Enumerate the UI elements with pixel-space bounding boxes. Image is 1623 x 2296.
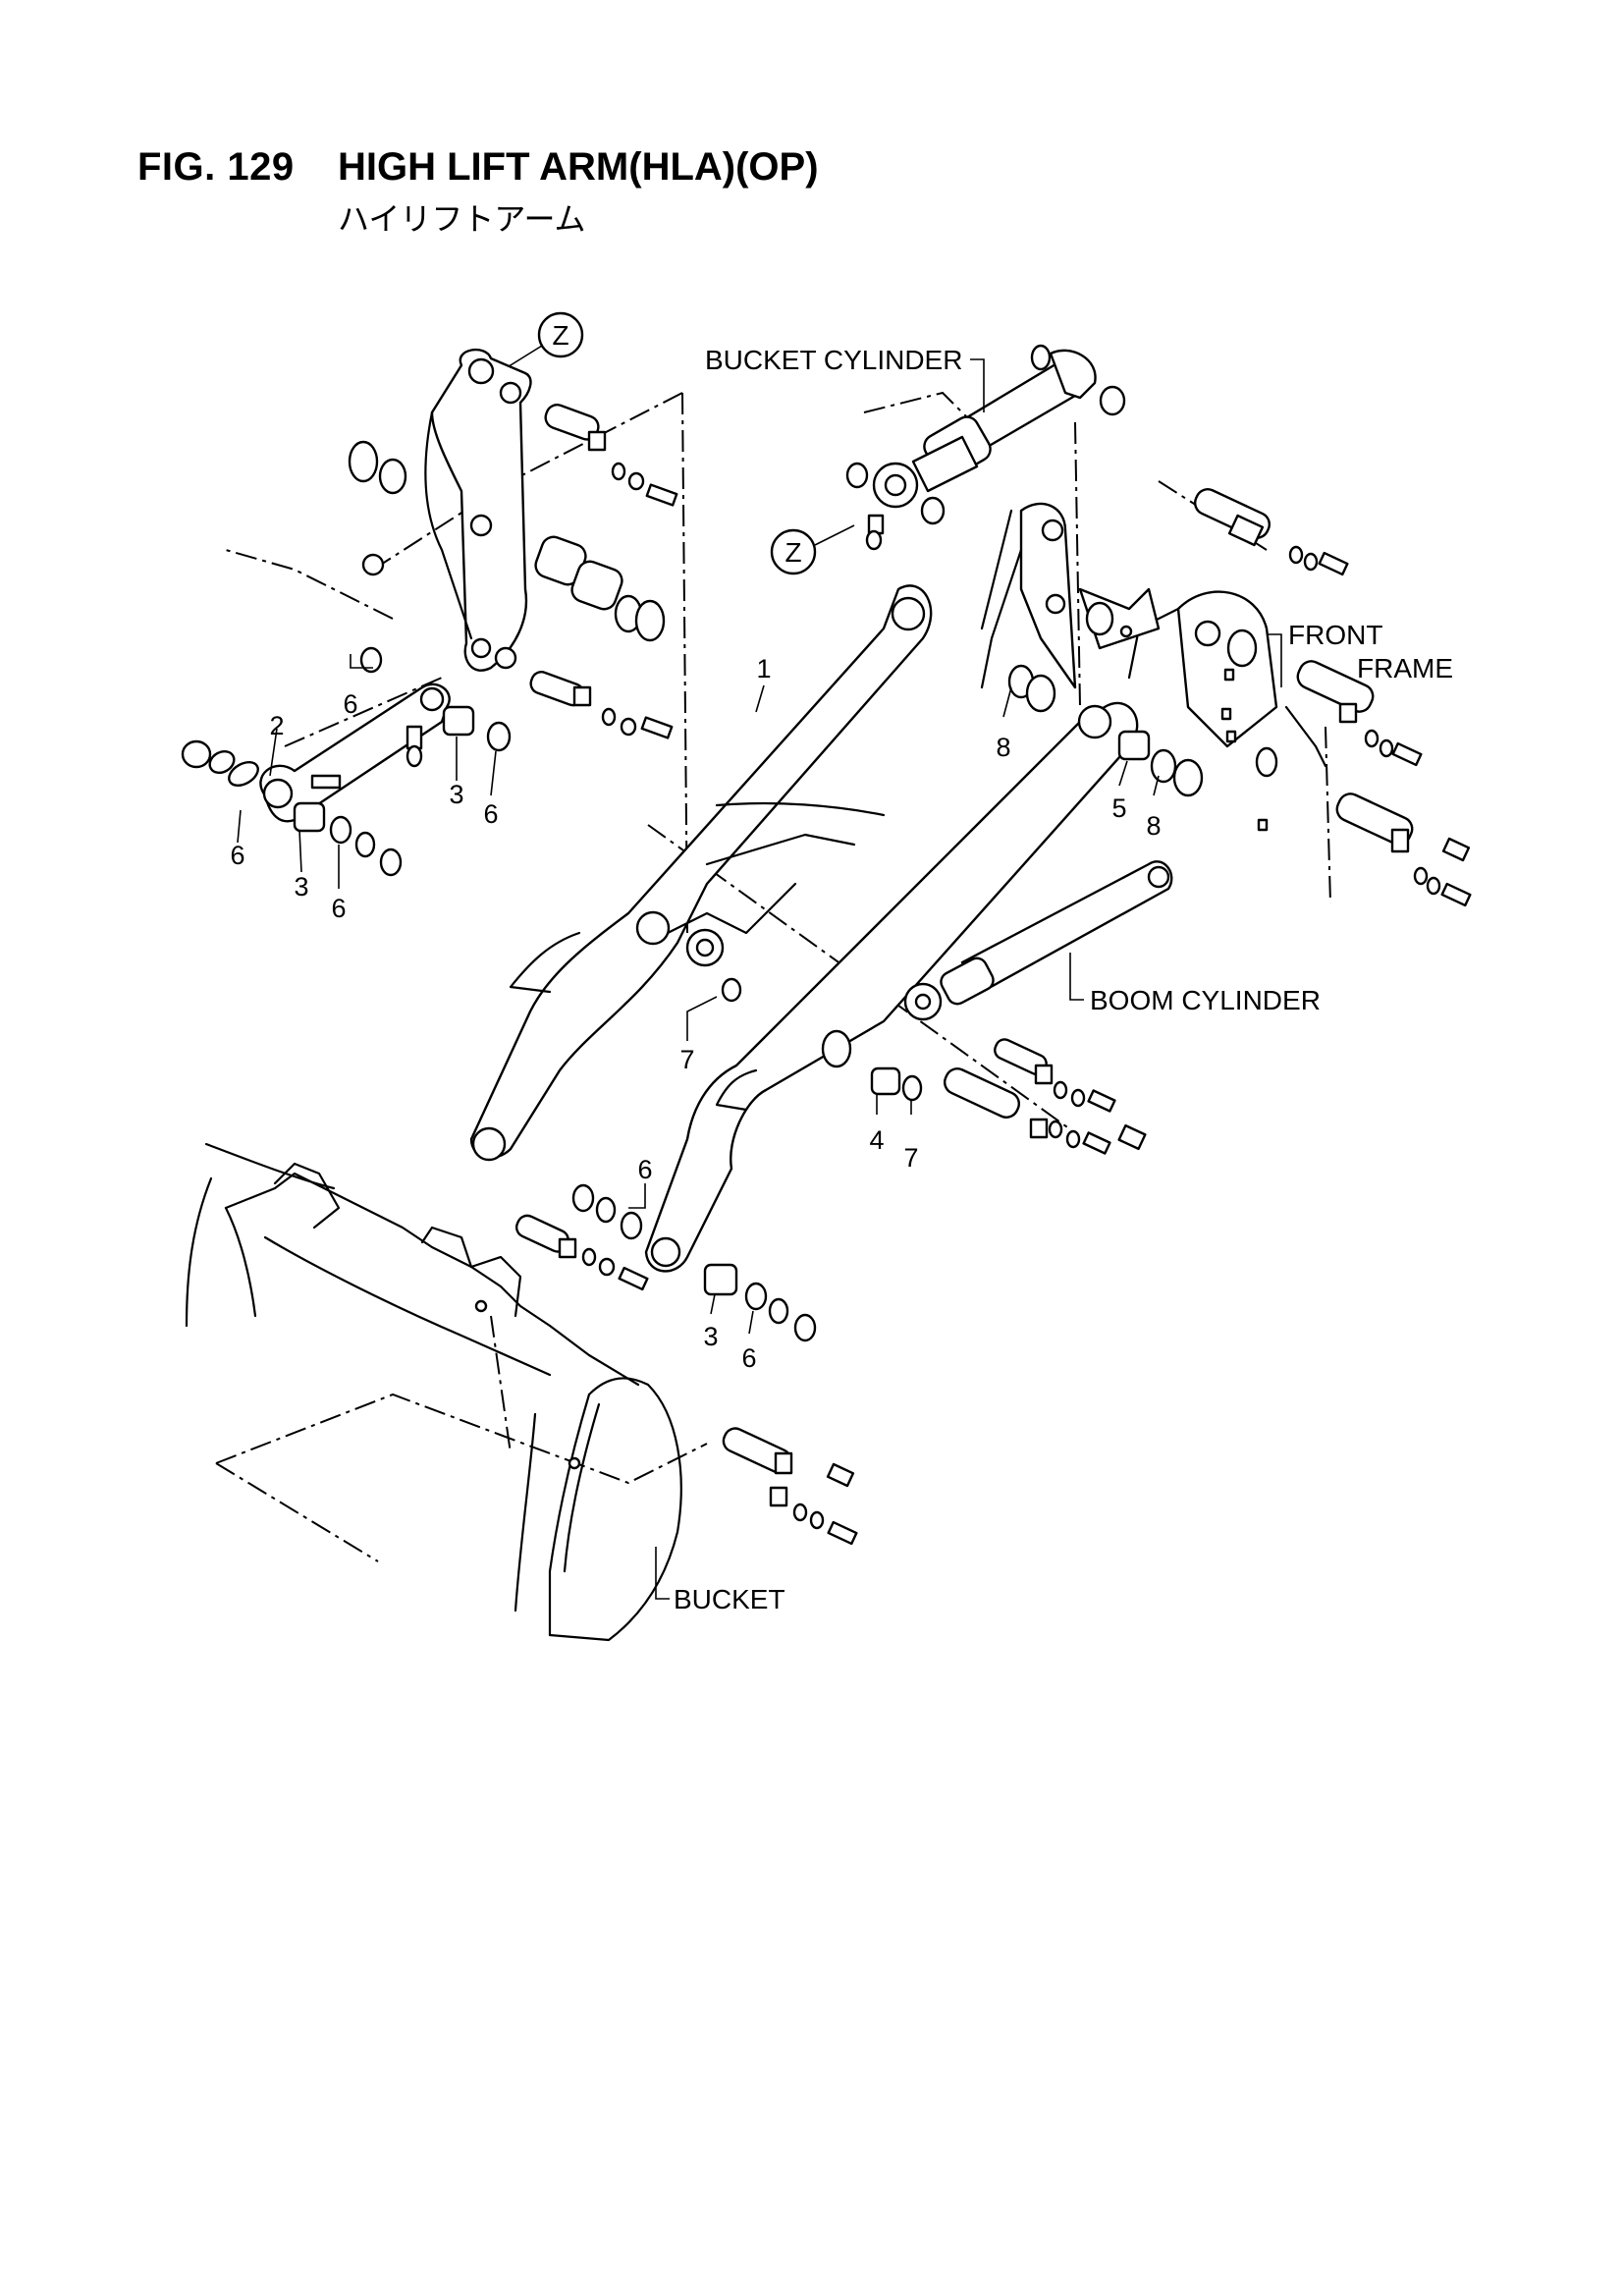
callout-2: 2 — [269, 711, 284, 740]
callout-6: 6 — [741, 1343, 756, 1373]
front-frame-label-line-1: FRONT — [1288, 620, 1382, 650]
figure-number: FIG. 129 — [137, 145, 295, 189]
callout-4: 4 — [869, 1125, 884, 1155]
callout-3: 3 — [703, 1322, 718, 1351]
callout-8: 8 — [1146, 811, 1161, 841]
callout-6: 6 — [331, 894, 346, 923]
bucket-structure — [185, 1142, 682, 1642]
callout-7: 7 — [679, 1045, 694, 1074]
z-reference-lower: Z — [770, 524, 855, 575]
bell-crank-pins-lower — [529, 671, 674, 739]
callout-8: 8 — [996, 733, 1010, 762]
boom-cylinder-label: BOOM CYLINDER — [1090, 985, 1321, 1015]
bucket-pins — [722, 1427, 858, 1546]
svg-text:Z: Z — [784, 537, 801, 568]
callout-5: 5 — [1111, 793, 1126, 823]
component-labels: BUCKET CYLINDER FRONT FRAME BOOM CYLINDE… — [674, 345, 1453, 1614]
leader-lines — [237, 358, 1282, 1600]
callout-3: 3 — [449, 780, 463, 809]
front-frame-bushings-8 — [1007, 664, 1204, 797]
callout-7: 7 — [903, 1143, 918, 1173]
callout-1: 1 — [756, 654, 771, 683]
figure-title: HIGH LIFT ARM(HLA)(OP) — [338, 145, 819, 189]
callout-6: 6 — [343, 689, 357, 719]
lift-arm-boom-part-1 — [469, 584, 1139, 1273]
assembly-center-lines — [215, 391, 1331, 1562]
callout-3: 3 — [294, 872, 308, 902]
callout-6: 6 — [637, 1155, 652, 1184]
callout-6: 6 — [230, 841, 244, 870]
boom-lower-bushings — [514, 1183, 817, 1342]
bell-crank-bushings — [534, 535, 666, 642]
tilt-link-part-2 — [181, 646, 451, 823]
bucket-cylinder — [845, 344, 1126, 551]
link-bushings — [293, 705, 512, 877]
boom-mid-pins — [721, 977, 1147, 1155]
bell-crank-lever — [424, 348, 532, 672]
z-reference-upper: Z — [505, 311, 584, 369]
callout-6: 6 — [483, 799, 498, 829]
front-frame-label-line-2: FRAME — [1357, 653, 1453, 683]
front-frame-pins — [1194, 488, 1472, 907]
boom-cylinder — [903, 860, 1173, 1021]
figure-subtitle: ハイリフトアーム — [338, 200, 586, 238]
svg-text:Z: Z — [552, 320, 568, 351]
callout-numbers: 1 2 3 3 3 4 5 6 6 6 6 6 6 7 7 8 8 — [230, 654, 1161, 1373]
bucket-cylinder-label: BUCKET CYLINDER — [705, 345, 962, 375]
front-frame-structure — [980, 502, 1327, 832]
bucket-label: BUCKET — [674, 1584, 785, 1614]
bell-crank-pins-upper — [348, 404, 678, 576]
